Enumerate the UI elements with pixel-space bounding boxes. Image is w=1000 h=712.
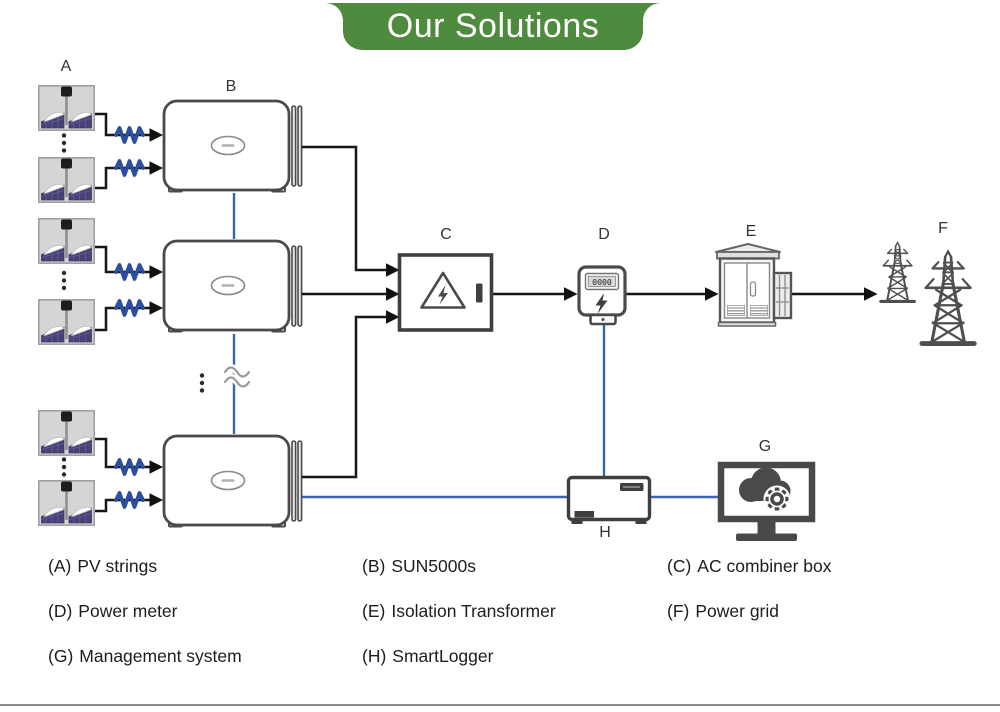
legend-item: (H)SmartLogger — [362, 646, 493, 667]
legend-item: (F)Power grid — [667, 601, 779, 622]
pv-module-icon — [37, 84, 96, 132]
ac-wires — [302, 145, 878, 479]
legend-key: (G) — [48, 646, 74, 666]
page-title: Our Solutions — [386, 7, 600, 45]
monitor-base — [736, 533, 797, 541]
node-label-g: G — [758, 438, 772, 455]
pv-dc-wires — [95, 112, 163, 513]
management-system-icon — [717, 461, 816, 541]
legend-label: SmartLogger — [392, 646, 494, 666]
comm-wires — [199, 193, 718, 499]
power-meter-icon: 0000 — [577, 265, 627, 326]
line-break-icon — [221, 364, 253, 390]
node-label-c: C — [440, 226, 452, 243]
legend-item: (A)PV strings — [48, 556, 157, 577]
node-label-f: F — [938, 220, 948, 237]
node-label-e: E — [745, 223, 757, 240]
gear-icon — [763, 485, 791, 513]
pv-module-icon — [37, 409, 96, 457]
legend-key: (A) — [48, 556, 72, 576]
legend-key: (D) — [48, 601, 73, 621]
legend-item: (E)Isolation Transformer — [362, 601, 556, 622]
pv-module-icon — [37, 156, 96, 204]
warning-triangle-icon — [420, 271, 466, 309]
node-label-h: H — [599, 524, 611, 541]
transmission-tower-icon — [922, 251, 974, 343]
legend-key: (E) — [362, 601, 386, 621]
legend-key: (H) — [362, 646, 387, 666]
legend-item: (B)SUN5000s — [362, 556, 476, 577]
inverter-icon — [162, 434, 304, 528]
legend-item: (C)AC combiner box — [667, 556, 832, 577]
node-label-d: D — [598, 226, 610, 243]
legend-label: Power meter — [78, 601, 178, 621]
lightning-icon — [595, 293, 608, 314]
bottom-divider — [0, 704, 1000, 706]
legend-item: (G)Management system — [48, 646, 242, 667]
door-handle-icon — [749, 281, 757, 297]
smartlogger-icon — [566, 475, 652, 524]
inverter-icon — [162, 99, 304, 193]
legend-item: (D)Power meter — [48, 601, 178, 622]
ellipsis-icon — [61, 457, 67, 477]
lightning-icon — [438, 285, 448, 305]
legend-label: Power grid — [695, 601, 780, 621]
ellipsis-icon — [61, 270, 67, 291]
monitor-stand — [757, 522, 776, 534]
node-label-b: B — [225, 78, 237, 95]
legend-label: Isolation Transformer — [391, 601, 556, 621]
legend-label: PV strings — [77, 556, 158, 576]
pv-module-icon — [37, 217, 96, 265]
legend-label: AC combiner box — [697, 556, 832, 576]
inverter-icons — [162, 99, 304, 528]
legend-label: Management system — [79, 646, 242, 666]
banner-ribbon-shape — [326, 3, 660, 50]
legend-key: (F) — [667, 601, 690, 621]
handle-icon — [476, 283, 483, 303]
pv-string-array — [37, 84, 96, 527]
power-grid-icon — [879, 241, 974, 344]
pv-module-icon — [37, 298, 96, 346]
legend-key: (C) — [667, 556, 692, 576]
ellipsis-icon — [199, 373, 205, 393]
node-label-a: A — [60, 58, 72, 75]
title-banner: Our Solutions — [326, 3, 660, 51]
inverter-icon — [162, 239, 304, 333]
pv-module-icon — [37, 479, 96, 527]
legend-key: (B) — [362, 556, 386, 576]
transmission-tower-icon — [879, 241, 916, 304]
ellipsis-icon — [61, 133, 67, 153]
meter-display: 0000 — [592, 277, 612, 287]
legend-label: SUN5000s — [391, 556, 476, 576]
isolation-transformer-icon — [715, 243, 793, 327]
combiner-box-icon — [397, 253, 494, 332]
